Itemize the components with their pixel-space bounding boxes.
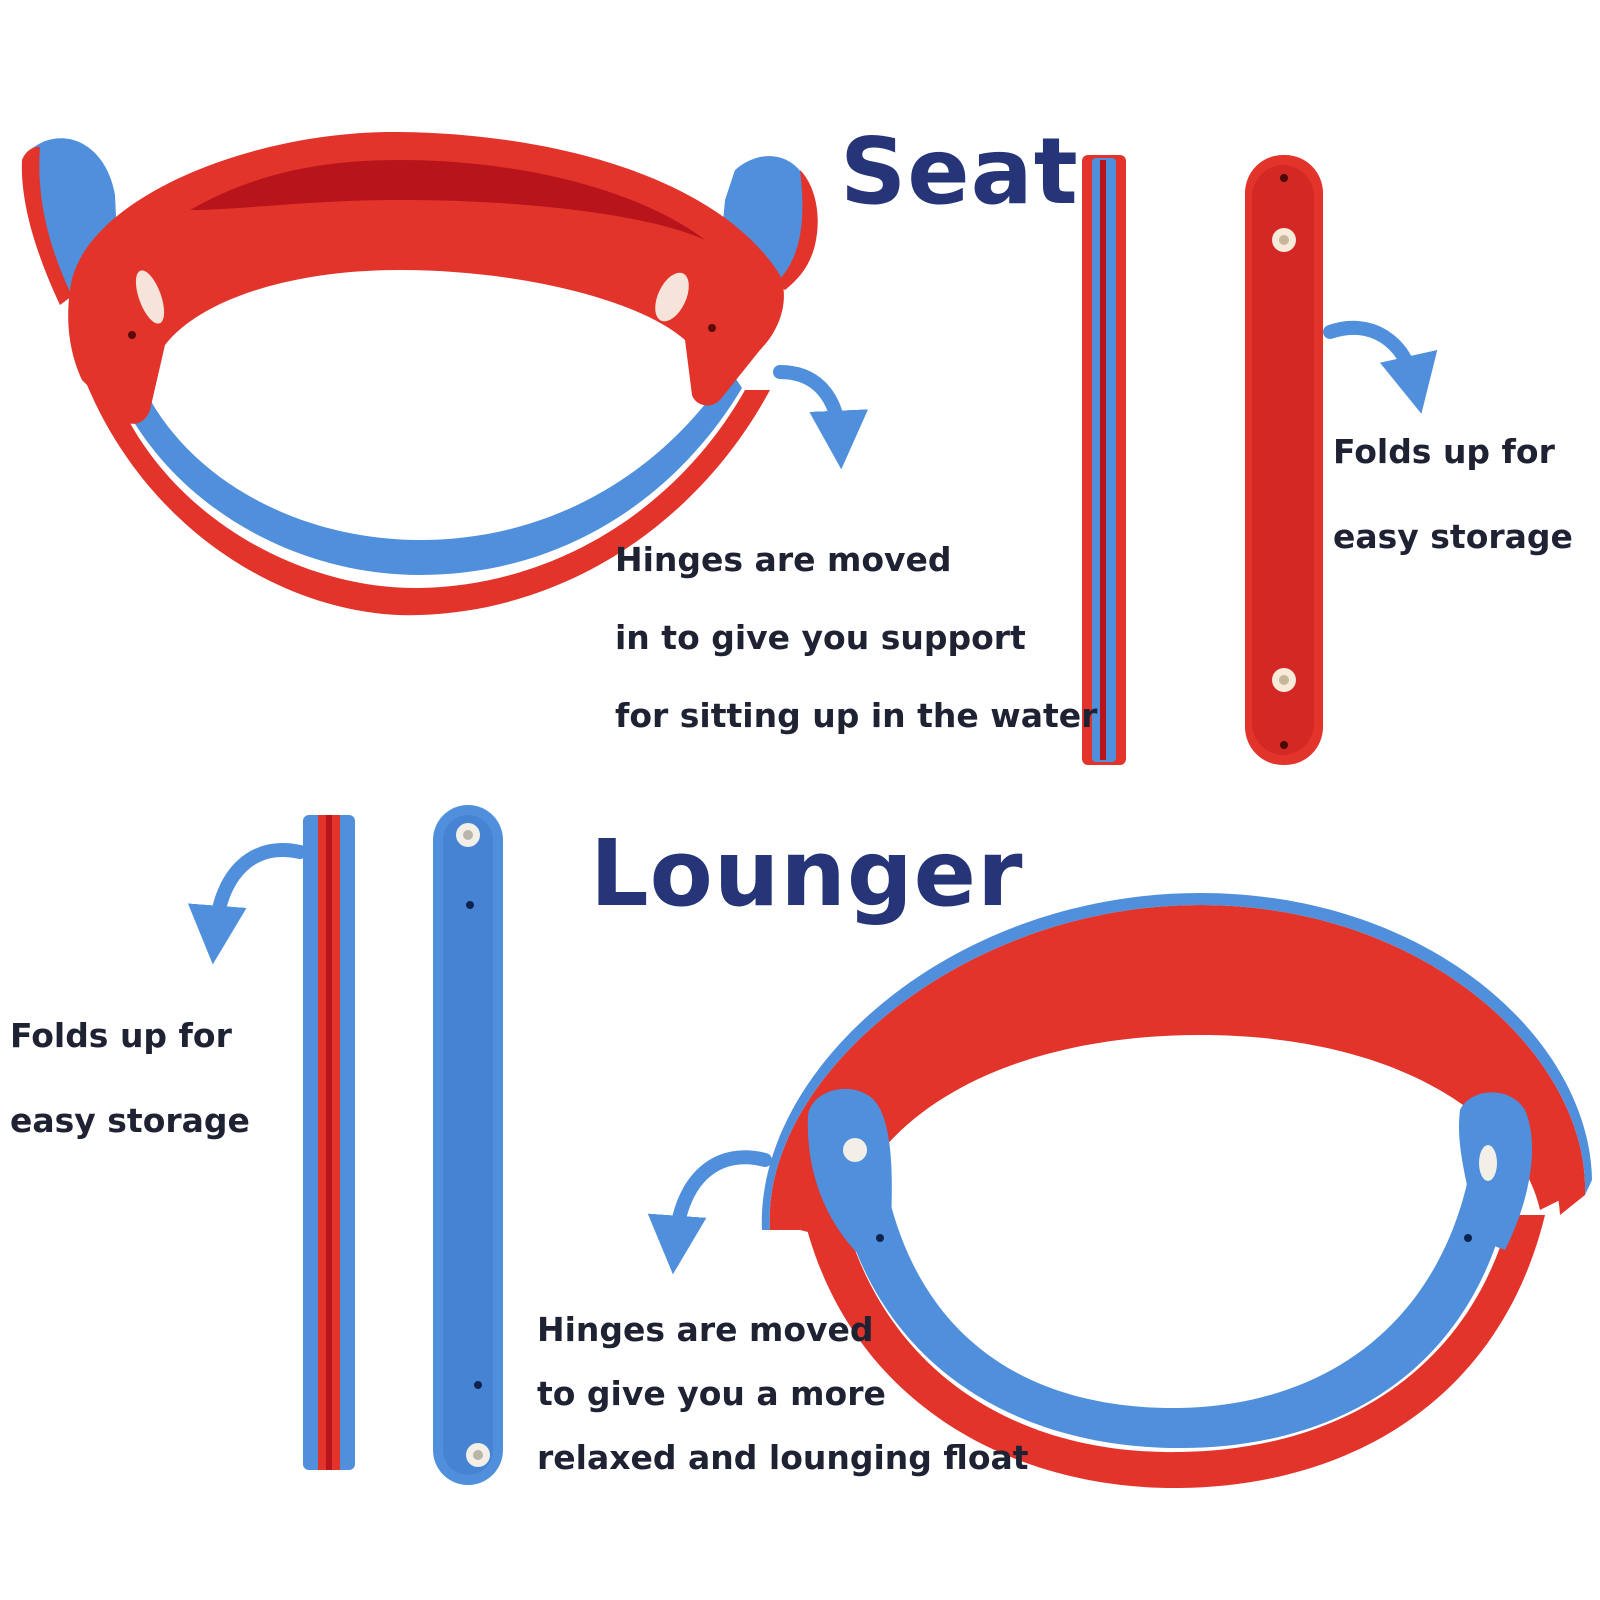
lounger-red-sling xyxy=(769,905,1586,1230)
lounger-hinge-caption: Hinges are moved to give you a more rela… xyxy=(537,1310,1029,1502)
lounger-hinge-arrow-icon xyxy=(647,1150,772,1275)
caption-line: easy storage xyxy=(1333,517,1573,556)
lounger-heading: Lounger xyxy=(590,820,1024,927)
lounger-folded-strip-face xyxy=(433,805,503,1485)
lounger-float-ring xyxy=(761,893,1592,1489)
lounger-left-hinge-tab xyxy=(807,1088,892,1265)
seat-hinge-caption: Hinges are moved in to give you support … xyxy=(615,540,1097,774)
seat-folded-strip-side xyxy=(1082,155,1126,765)
seat-heading: Seat xyxy=(840,118,1079,225)
lounger-left-hinge-hole xyxy=(843,1138,867,1162)
seat-float-ring xyxy=(21,131,818,616)
caption-line: Folds up for xyxy=(10,1016,232,1055)
lounger-fold-arrow-icon xyxy=(187,843,307,965)
lounger-right-hinge-hole xyxy=(1479,1145,1497,1181)
seat-left-hinge-hole xyxy=(135,270,165,324)
caption-line: Folds up for xyxy=(1333,432,1555,471)
lounger-fold-caption: Folds up for easy storage xyxy=(10,1016,250,1186)
seat-folded-strip-face xyxy=(1245,155,1323,765)
seat-hinge-arrow-icon xyxy=(773,365,869,470)
caption-line: easy storage xyxy=(10,1101,250,1140)
caption-line: Hinges are moved xyxy=(537,1310,874,1349)
seat-fold-caption: Folds up for easy storage xyxy=(1333,432,1573,602)
caption-line: relaxed and lounging float xyxy=(537,1438,1029,1477)
caption-line: to give you a more xyxy=(537,1374,886,1413)
lounger-folded-strip-side xyxy=(303,815,355,1470)
seat-bottom-band xyxy=(85,380,770,616)
lounger-bottom-band xyxy=(800,1200,1545,1489)
seat-right-hinge-hole xyxy=(655,272,689,322)
caption-line: Hinges are moved xyxy=(615,540,952,579)
caption-line: for sitting up in the water xyxy=(615,696,1098,735)
caption-line: in to give you support xyxy=(615,618,1026,657)
seat-fold-arrow-icon xyxy=(1323,320,1438,414)
